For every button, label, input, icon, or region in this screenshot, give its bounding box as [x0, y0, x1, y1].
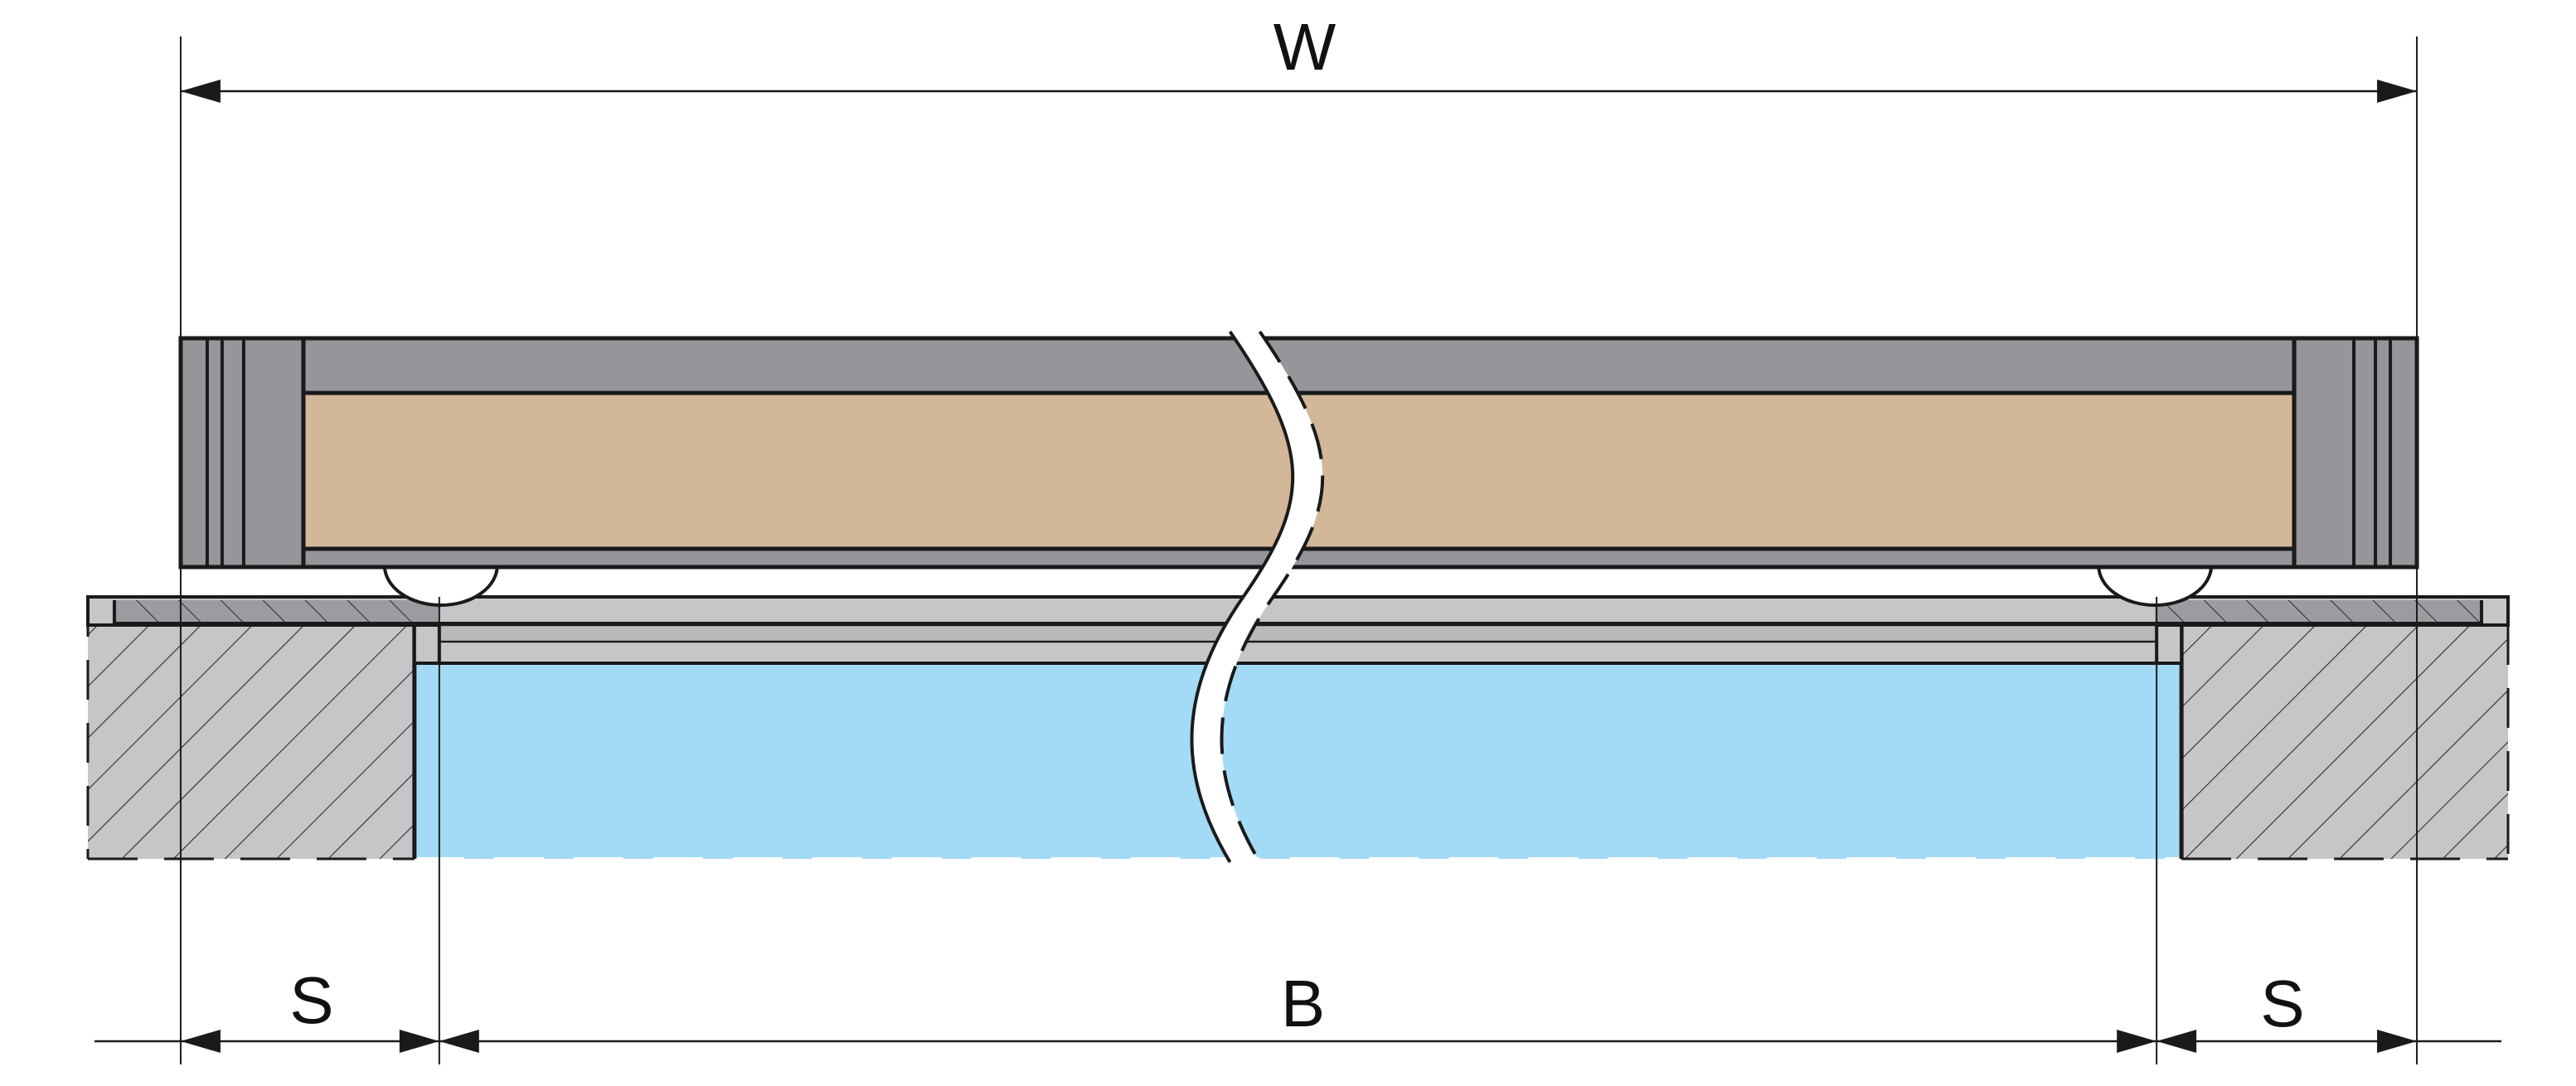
liner-frame-inner: [438, 623, 2158, 643]
break-line-gap: [1191, 332, 1323, 862]
dimension-s-right-label: S: [2260, 967, 2304, 1040]
pool-wall-left: [87, 625, 417, 861]
pool-water: [414, 663, 2182, 859]
deck-ledge-left-hatch: [114, 600, 439, 623]
roller-left: [382, 564, 499, 607]
deck-top-strip: [85, 595, 2511, 627]
break-line-left: [1190, 330, 1295, 864]
cover-top-bar: [301, 336, 2297, 395]
end-cap-left: [178, 336, 306, 570]
dimension-s-right: S: [2156, 967, 2418, 1053]
pool-wall-right: [2179, 625, 2510, 861]
dimension-s-left-label: S: [289, 963, 333, 1037]
break-line-right: [1220, 330, 1325, 864]
dimension-w: W: [180, 10, 2418, 103]
deck-ledge-right-hatch: [2155, 600, 2482, 623]
dimension-b: B: [439, 967, 2157, 1053]
end-cap-right: [2292, 336, 2419, 570]
roller-right: [2097, 564, 2214, 607]
dimension-s-left: S: [180, 963, 439, 1053]
dimension-w-label: W: [1273, 10, 1337, 84]
dimension-b-label: B: [1281, 967, 1325, 1040]
